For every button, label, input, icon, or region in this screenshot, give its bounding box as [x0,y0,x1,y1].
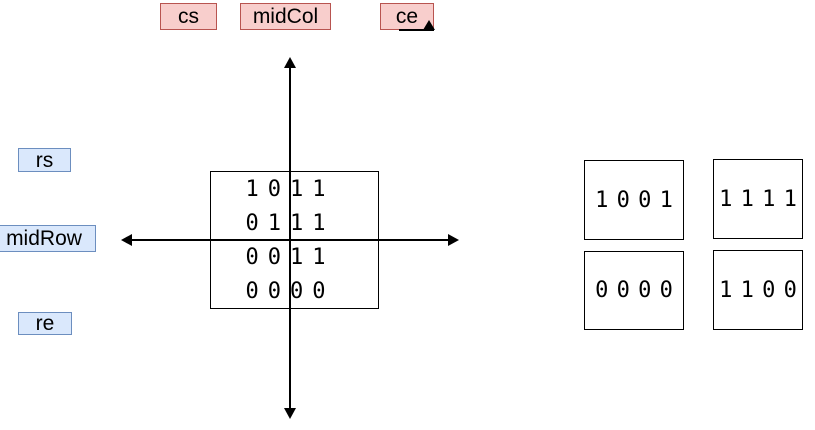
matrix-row: 0 0 1 1 [211,240,378,274]
quadrant-bottom-right-value: 1 1 0 0 [719,277,797,303]
quadrant-bottom-right-box: 1 1 0 0 [713,250,803,330]
row-start-label-box: rs [18,148,71,172]
axis-arrow-down-icon [284,408,296,419]
matrix-cell: 1 [312,176,326,202]
quadrant-top-left-box: 1 0 0 1 [584,160,684,240]
matrix-cell: 0 [267,176,281,202]
matrix-row: 0 1 1 1 [211,206,378,240]
matrix-cell: 0 [312,278,326,304]
matrix-row: 1 0 1 1 [211,172,378,206]
matrix-cell: 1 [312,210,326,236]
row-start-label: rs [35,148,54,172]
matrix-cell: 1 [245,176,259,202]
matrix-cell: 0 [245,210,259,236]
col-start-label: cs [178,5,199,28]
quadrant-bottom-left-box: 0 0 0 0 [584,251,684,330]
matrix-cell: 0 [267,244,281,270]
axis-arrow-up-icon [284,57,296,68]
connector-arrow-icon [423,20,435,30]
matrix-cell: 0 [290,278,304,304]
axis-arrow-right-icon [448,234,459,246]
mid-row-label-box: midRow [0,225,96,252]
matrix-cell: 1 [290,176,304,202]
mid-col-label: midCol [252,5,319,28]
matrix-cell: 1 [290,210,304,236]
horizontal-axis-line [126,239,454,241]
quadrant-top-right-box: 1 1 1 1 [713,159,803,239]
quadrant-bottom-left-value: 0 0 0 0 [595,278,673,303]
quadrant-top-left-value: 1 0 0 1 [595,187,673,213]
row-end-label-box: re [18,312,72,335]
row-end-label: re [35,312,55,335]
matrix-cell: 0 [245,278,259,304]
matrix-cell: 1 [312,244,326,270]
matrix-box: 1 0 1 1 0 1 1 1 0 0 1 1 0 0 0 0 [210,171,379,309]
col-end-label-box: ce [380,3,434,30]
axis-arrow-left-icon [121,234,132,246]
col-start-label-box: cs [160,3,217,30]
col-end-label: ce [395,5,419,28]
quadrant-top-right-value: 1 1 1 1 [719,186,797,212]
matrix-row: 0 0 0 0 [211,274,378,308]
mid-col-label-box: midCol [240,3,331,30]
connector-line [399,29,434,31]
matrix-cell: 0 [267,278,281,304]
mid-row-label: midRow [6,227,82,250]
matrix-cell: 1 [290,244,304,270]
matrix-cell: 1 [267,210,281,236]
matrix-cell: 0 [245,244,259,270]
